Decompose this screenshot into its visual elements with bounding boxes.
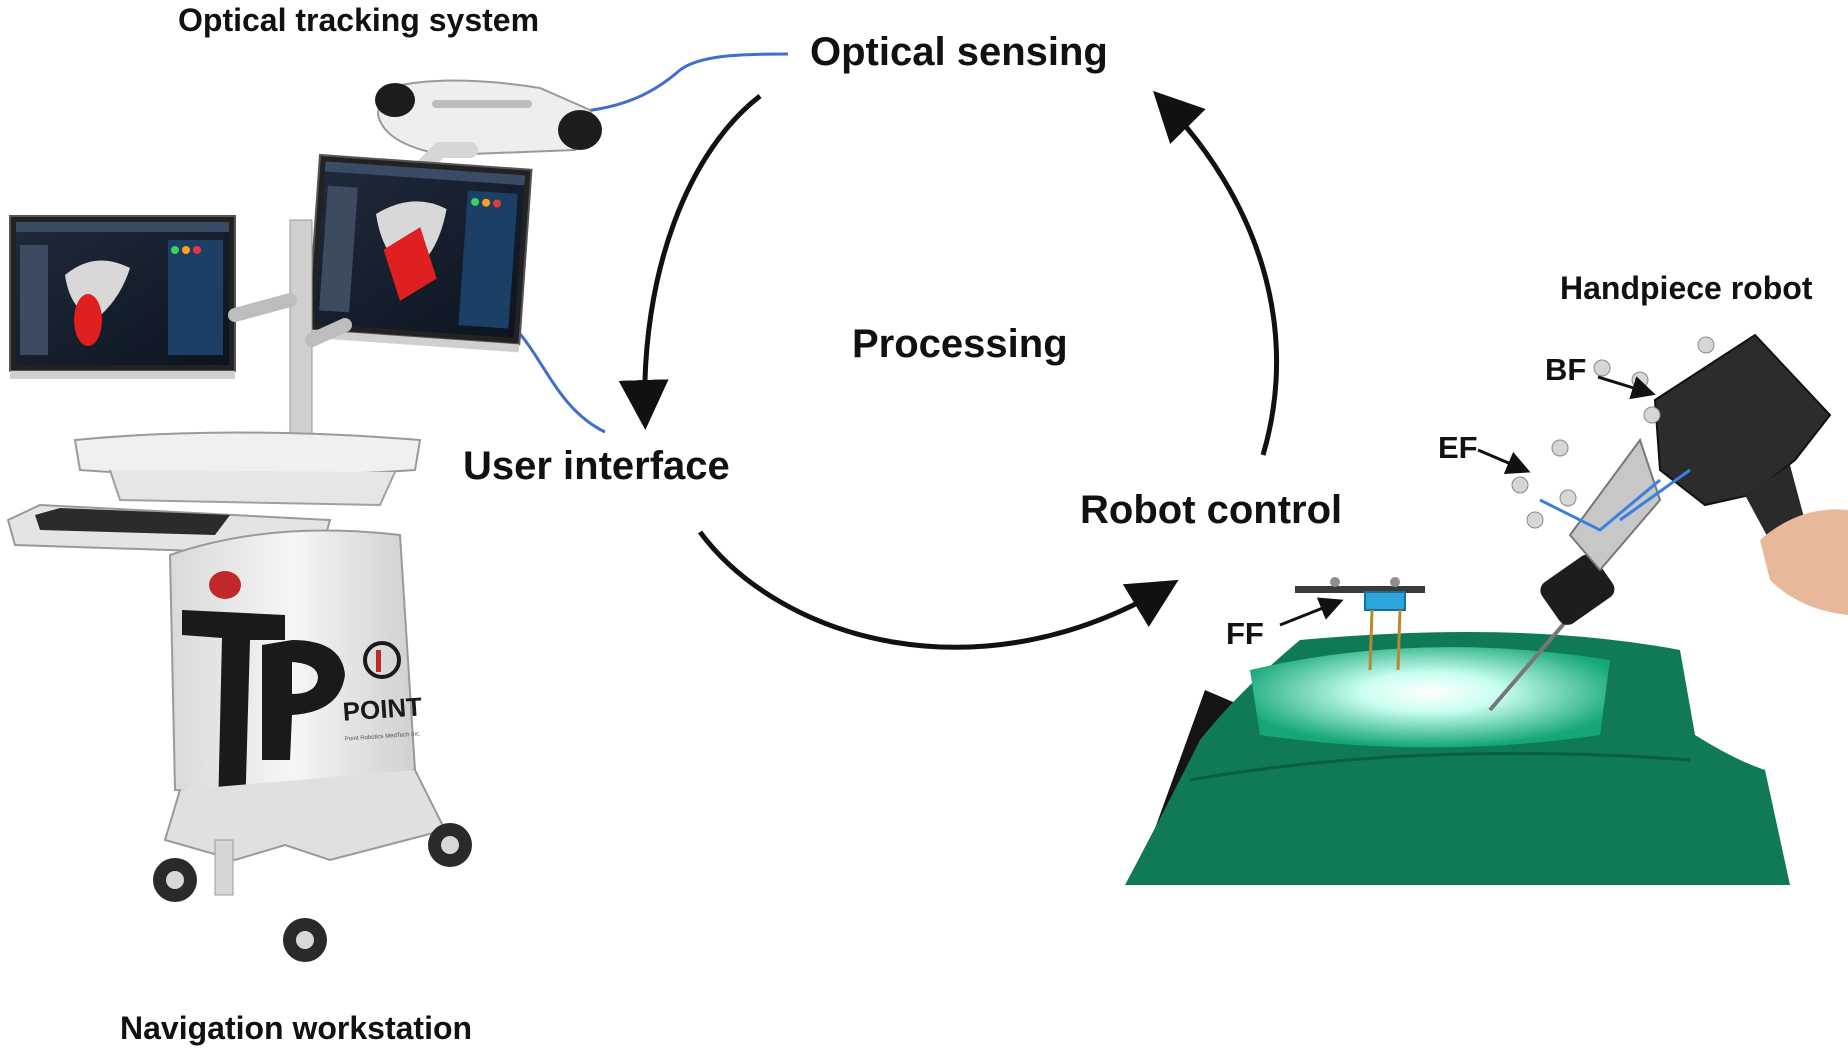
point-logo: POINT Point Robotics MedTech Inc.	[342, 641, 423, 743]
arrow-optical-sensing-to-user-interface	[618, 94, 762, 430]
tracker-markers	[1511, 336, 1715, 529]
cable-optical-sensing	[574, 52, 789, 114]
label-robot-control: Robot control	[1080, 488, 1343, 532]
label-ff: FF	[1226, 616, 1264, 651]
label-user-interface: User interface	[463, 444, 730, 488]
label-ef: EF	[1438, 430, 1478, 465]
process-cycle	[618, 90, 1280, 650]
handpiece-robot	[1488, 333, 1848, 712]
label-handpiece-robot: Handpiece robot	[1560, 270, 1813, 306]
brand-subtext: Point Robotics MedTech Inc.	[345, 731, 422, 742]
arrow-robot-control-to-optical-sensing	[1153, 90, 1280, 456]
arrow-bf	[1597, 375, 1656, 400]
left-monitor	[9, 215, 236, 379]
keyboard	[35, 508, 230, 535]
arrow-ef	[1477, 448, 1531, 474]
label-optical-tracking-system: Optical tracking system	[178, 2, 540, 38]
navigation-workstation-illustration: POINT Point Robotics MedTech Inc.	[6, 79, 602, 962]
operator-hand	[1760, 509, 1848, 615]
wheels	[153, 823, 472, 962]
workstation-desk	[73, 431, 422, 477]
fixation-frame	[1295, 577, 1425, 671]
right-monitor	[306, 153, 533, 353]
tp-logo	[182, 610, 345, 815]
arrow-ff	[1279, 597, 1344, 627]
label-processing: Processing	[852, 322, 1068, 366]
surgical-scene-illustration	[1125, 333, 1848, 885]
label-optical-sensing: Optical sensing	[810, 30, 1108, 74]
label-bf: BF	[1545, 352, 1587, 387]
brand-logo-text: POINT	[342, 691, 423, 726]
robot-linkages	[1539, 468, 1691, 532]
robot-housing	[1653, 333, 1832, 507]
arrow-user-interface-to-robot-control	[697, 530, 1179, 650]
label-navigation-workstation: Navigation workstation	[120, 1010, 473, 1046]
